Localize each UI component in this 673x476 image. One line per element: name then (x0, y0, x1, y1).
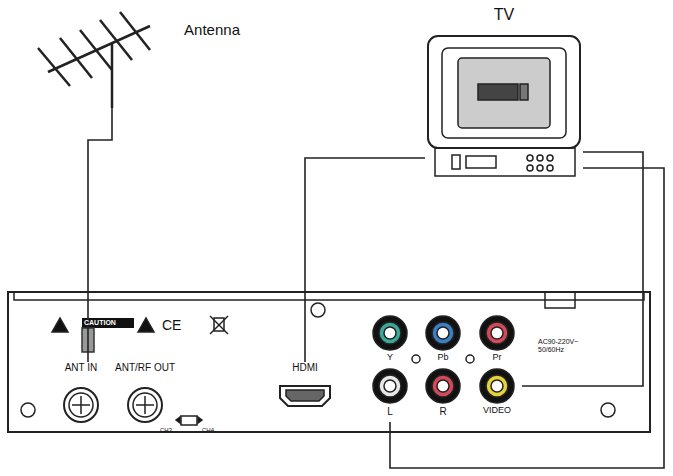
node-label: TV (425, 6, 583, 24)
warning-symbol (138, 318, 154, 332)
node-label: Pb (423, 353, 463, 363)
rca-jack (373, 316, 407, 350)
rca-jack (426, 316, 460, 350)
audio-right: R (423, 366, 463, 422)
cable (305, 158, 425, 362)
caution-text: CAUTION (84, 319, 116, 327)
rca-jack (426, 369, 460, 403)
tv-node: TV (425, 6, 583, 178)
antenna-elements (38, 12, 150, 86)
switch-arrows (176, 417, 202, 423)
rf-output: ANT/RF OUT (113, 362, 177, 424)
node-label: VIDEO (472, 406, 522, 416)
cable (390, 168, 664, 468)
indicator-hole (412, 355, 420, 363)
node-label: Antenna (40, 22, 240, 39)
node-label: Y (370, 353, 410, 363)
rf-input: ANT IN (48, 362, 114, 424)
tv-set (428, 36, 580, 176)
rf-jack (64, 388, 98, 422)
component-pr: Pr (477, 313, 517, 366)
switch-label: CH3 (160, 427, 172, 434)
antenna-mast (111, 44, 114, 108)
video-output: VIDEO (472, 366, 522, 422)
rca-jack (480, 316, 514, 350)
hdmi-output: HDMI (272, 362, 338, 414)
component-y: Y (370, 313, 410, 366)
node-label: L (370, 406, 410, 417)
node-label: ANT/RF OUT (113, 362, 177, 373)
cable (522, 152, 643, 386)
power-rating: AC90-220V~ 50/60Hz (538, 338, 602, 353)
component-pb: Pb (423, 313, 463, 366)
node-label: Pr (477, 353, 517, 363)
rca-jack (480, 369, 514, 403)
receiver-panel (8, 292, 650, 432)
audio-left: L (370, 366, 410, 422)
antenna-node: Antenna (40, 8, 240, 108)
node-label: ANT IN (48, 362, 114, 373)
antenna-boom (48, 26, 150, 72)
rf-jack (128, 388, 162, 422)
channel-switch (181, 416, 197, 425)
node-label: R (423, 406, 463, 417)
caution-sticker (82, 318, 134, 328)
hdmi-port (280, 386, 330, 406)
node-label: HDMI (272, 362, 338, 373)
warning-symbol (52, 318, 68, 332)
weee-symbol (210, 316, 228, 334)
rca-jack (373, 369, 407, 403)
switch-label: CH4 (202, 427, 214, 434)
indicator-hole (466, 355, 474, 363)
ce-mark: CE (162, 318, 181, 333)
